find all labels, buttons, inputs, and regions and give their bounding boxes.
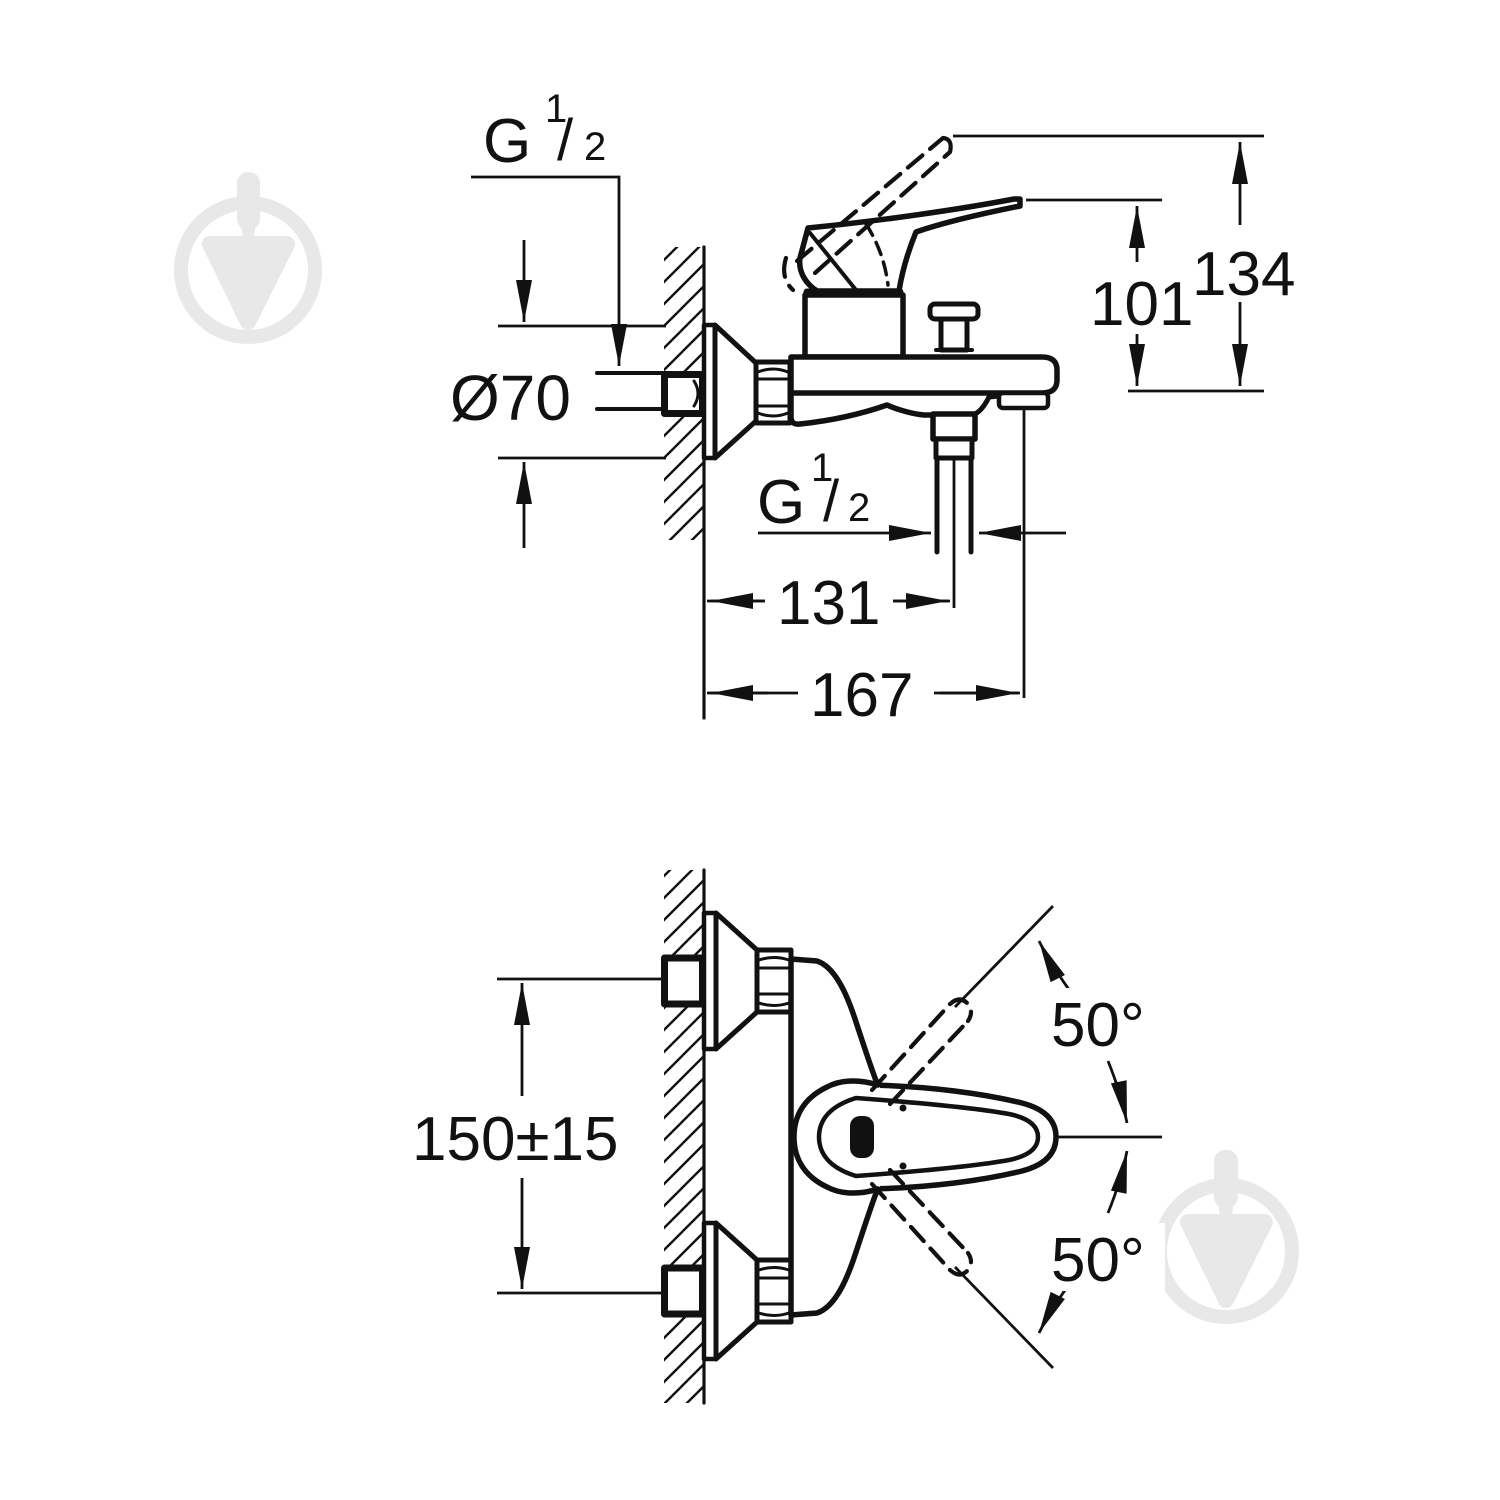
label-thread-spout-base: G — [757, 468, 805, 537]
watermark-bottom-right — [1153, 1150, 1299, 1324]
handle-cap-mark — [850, 1116, 874, 1158]
side-view — [595, 135, 1060, 720]
wall-hatch — [664, 870, 705, 1403]
watermark-top-left — [174, 172, 322, 344]
label-thread-spout-sub: 2 — [848, 486, 870, 530]
handle-raised-position-dashed — [782, 135, 953, 293]
hose-connection-walls — [934, 455, 974, 555]
label-thread-spout-slash: / — [823, 469, 840, 534]
supply-pipe-stub — [595, 371, 666, 411]
label-thread-top-slash: / — [557, 108, 574, 173]
label-total-depth: 167 — [810, 661, 913, 730]
front-view — [661, 868, 1059, 1405]
angle-reference-lines — [953, 905, 1055, 1369]
logo-triangle — [1180, 1214, 1273, 1308]
ext-lines-dia70 — [498, 324, 666, 460]
hex-nut-top-detail — [755, 956, 793, 1007]
dome-fill — [794, 1081, 880, 1193]
faucet-body-bar — [788, 354, 1060, 396]
arc-angle-up-inner — [1106, 1060, 1129, 1124]
logo-stem — [1214, 1150, 1238, 1208]
hex-nut-detail — [754, 367, 792, 418]
logo-stem — [237, 172, 260, 230]
ext-lines-spacing — [497, 977, 663, 1295]
handle-lever-front — [865, 1082, 1059, 1192]
shower-outlet — [930, 411, 978, 442]
label-angle-up: 50° — [1051, 991, 1145, 1060]
union-inner-arc — [692, 379, 700, 408]
logo-triangle — [202, 236, 295, 330]
handle-swivel-down-dashed — [869, 1167, 974, 1277]
spout-aerator — [996, 390, 1051, 411]
label-thread-top-sup: 1 — [545, 87, 567, 131]
label-escutcheon-diameter: Ø70 — [450, 362, 571, 434]
label-thread-top-base: G — [483, 107, 531, 176]
handle-hidden-edge — [864, 222, 890, 287]
wall-union-square-top — [661, 954, 706, 1008]
diverter-knob-stem — [938, 316, 970, 353]
label-hose-offset: 131 — [777, 569, 880, 638]
hex-nut-bottom-detail — [755, 1266, 793, 1317]
handle-dot-top — [899, 1104, 907, 1112]
undershell-step — [972, 393, 1002, 417]
text-masks — [402, 236, 1302, 1291]
handle-swivel-up-dashed — [869, 997, 974, 1107]
side-view-dimensions — [471, 134, 1264, 701]
shower-outlet-nipple — [933, 436, 975, 461]
escutcheon-cone — [712, 322, 759, 461]
wall-union-square-bottom — [661, 1264, 706, 1318]
label-thread-spout-sup: 1 — [811, 446, 833, 490]
label-thread-top-sub: 2 — [584, 125, 606, 169]
leader-thread-top — [471, 175, 627, 366]
lever-handle — [796, 196, 1023, 294]
cartridge-housing — [802, 292, 906, 360]
handle-inner-outline — [816, 1095, 1041, 1179]
label-angle-down: 50° — [1051, 1226, 1145, 1295]
body-undershell — [788, 390, 936, 427]
handle-dot-bottom — [899, 1162, 907, 1170]
label-connection-spacing: 150±15 — [412, 1105, 618, 1174]
dimension-labels: G 1 / 2 Ø70 101 134 G 1 / 2 131 167 150±… — [412, 87, 1295, 1295]
escutcheon-cone-top — [713, 910, 760, 1052]
front-view-dimensions — [497, 905, 1162, 1369]
label-spout-height: 101 — [1090, 270, 1193, 339]
escutcheon-cone-bottom — [713, 1220, 760, 1362]
cartridge-dome-outline — [791, 1078, 881, 1196]
arc-angle-down-inner — [1106, 1150, 1129, 1214]
label-total-height: 134 — [1192, 240, 1295, 309]
